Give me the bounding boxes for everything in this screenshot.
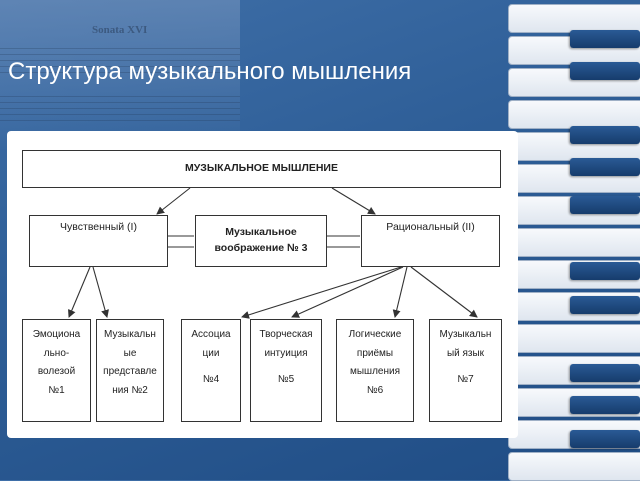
piano-black-key xyxy=(570,62,640,80)
node-line: Эмоциона xyxy=(32,329,81,340)
piano-black-key xyxy=(570,196,640,214)
arrow-root-to-sensory xyxy=(156,187,191,215)
piano-black-key xyxy=(570,30,640,48)
node-emotional-volitional: Эмоциона льно- волезой №1 xyxy=(22,319,91,422)
slide-title: Структура музыкального мышления xyxy=(8,58,412,85)
arrow-rational-to-7 xyxy=(410,266,478,318)
sheet-music-background: Sonata XVI xyxy=(0,0,240,150)
node-musical-imagination: Музыкальное воображение № 3 xyxy=(195,215,327,267)
node-musical-representations: Музыкальн ые представле ния №2 xyxy=(96,319,164,422)
node-line: ые xyxy=(123,347,137,359)
node-musical-language: Музыкальн ый язык №7 xyxy=(429,319,502,422)
piano-black-key xyxy=(570,396,640,414)
node-line: Музыкальн xyxy=(439,329,492,340)
node-line: ции xyxy=(202,347,220,359)
node-line: льно- xyxy=(43,347,70,359)
piano-black-key xyxy=(570,430,640,448)
node-line: ый язык xyxy=(446,347,485,359)
node-line: мышления xyxy=(349,366,400,377)
node-creative-intuition: Творческая интуиция №5 xyxy=(250,319,322,422)
piano-white-key xyxy=(508,100,640,129)
piano-black-key xyxy=(570,262,640,280)
arrow-rational-to-5 xyxy=(291,266,404,318)
piano-white-key xyxy=(508,324,640,353)
arrow-sensory-to-2 xyxy=(92,266,109,318)
node-associations: Ассоциа ции №4 xyxy=(181,319,241,422)
node-line: волезой xyxy=(37,366,76,377)
arrow-rational-to-4 xyxy=(241,266,402,319)
node-number: №1 xyxy=(48,384,65,396)
node-number: №7 xyxy=(457,374,474,385)
node-sensory: Чувственный (I) xyxy=(29,215,168,267)
node-line: представле xyxy=(103,366,157,377)
piano-white-key xyxy=(508,4,640,33)
node-musical-thinking: МУЗЫКАЛЬНОЕ МЫШЛЕНИЕ xyxy=(22,150,501,188)
node-line: Логические xyxy=(348,329,402,340)
node-line: ния №2 xyxy=(112,384,148,396)
diagram-panel: МУЗЫКАЛЬНОЕ МЫШЛЕНИЕ Чувственный (I) Муз… xyxy=(7,131,518,438)
node-line: Ассоциа xyxy=(191,329,231,340)
node-rational: Рациональный (II) xyxy=(361,215,500,267)
piano-keys-decoration xyxy=(500,0,640,481)
node-number: №4 xyxy=(202,374,220,385)
node-line: приёмы xyxy=(356,347,394,359)
node-number: №6 xyxy=(366,384,384,396)
node-line: Творческая xyxy=(259,329,313,340)
arrow-rational-to-6 xyxy=(392,266,408,318)
piano-black-key xyxy=(570,364,640,382)
node-line: Музыкальн xyxy=(104,329,156,340)
piano-white-key xyxy=(508,228,640,257)
node-line: интуиция xyxy=(264,347,308,359)
piano-black-key xyxy=(570,158,640,176)
piano-white-key xyxy=(508,452,640,481)
sheet-music-title: Sonata XVI xyxy=(92,24,148,36)
diagram-connectors xyxy=(68,187,478,319)
node-logical-methods: Логические приёмы мышления №6 xyxy=(336,319,414,422)
arrow-root-to-rational xyxy=(331,187,376,215)
piano-black-key xyxy=(570,296,640,314)
piano-black-key xyxy=(570,126,640,144)
node-number: №5 xyxy=(277,374,295,385)
arrow-sensory-to-1 xyxy=(68,266,91,318)
